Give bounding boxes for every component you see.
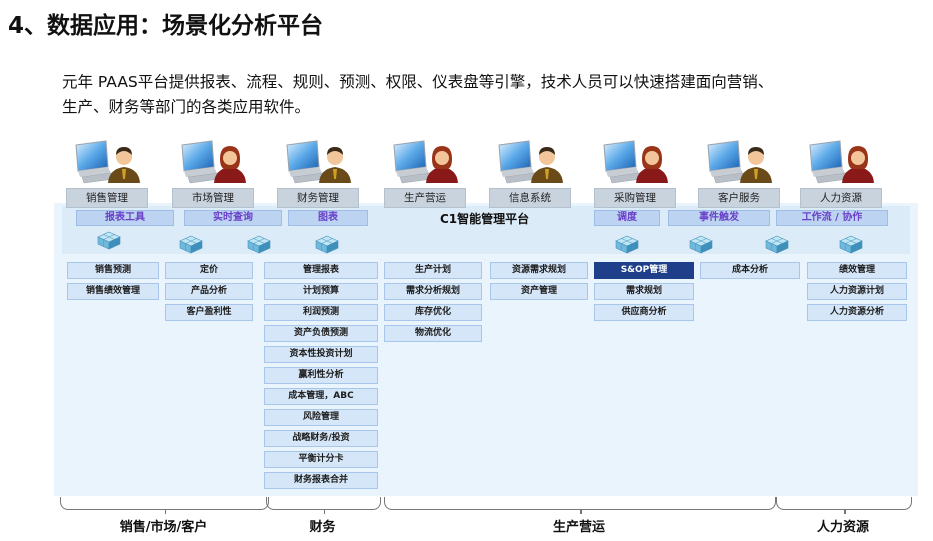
function-item: 销售预测 (67, 262, 159, 279)
intro-line-1: 元年 PAAS平台提供报表、流程、规则、预测、权限、仪表盘等引擎，技术人员可以快… (62, 73, 774, 91)
platform-tool-label: 实时查询 (184, 210, 282, 226)
function-item: 库存优化 (384, 304, 482, 321)
user-computer-icon (700, 139, 776, 185)
function-item: 定价 (165, 262, 253, 279)
function-item: 资产负债预测 (264, 325, 378, 342)
function-item: 资源需求规划 (490, 262, 588, 279)
function-item: 资产管理 (490, 283, 588, 300)
group-brace (60, 497, 269, 514)
platform-tool-label: 事件触发 (668, 210, 770, 226)
department-label: 人力资源 (800, 188, 882, 208)
function-item: 供应商分析 (594, 304, 694, 321)
department-label: 市场管理 (172, 188, 254, 208)
function-item: 销售绩效管理 (67, 283, 159, 300)
slide-title: 4、数据应用：场景化分析平台 (8, 13, 324, 39)
function-item: S&OP管理 (594, 262, 694, 279)
platform-tool-label: 图表 (288, 210, 368, 226)
platform-title: C1智能管理平台 (440, 212, 530, 226)
user-computer-icon (68, 139, 144, 185)
group-label: 销售/市场/客户 (119, 520, 208, 535)
department-label: 信息系统 (489, 188, 571, 208)
user-computer-icon (174, 139, 250, 185)
group-label: 生产营运 (552, 520, 605, 535)
module-grid-icon (614, 234, 640, 254)
department-label: 采购管理 (594, 188, 676, 208)
platform-tool-label: 工作流 / 协作 (776, 210, 888, 226)
function-item: 绩效管理 (807, 262, 907, 279)
function-item: 成本管理，ABC (264, 388, 378, 405)
function-item: 利润预测 (264, 304, 378, 321)
function-item: 平衡计分卡 (264, 451, 378, 468)
function-item: 人力资源分析 (807, 304, 907, 321)
group-brace (266, 497, 381, 514)
module-grid-icon (246, 234, 272, 254)
department-label: 财务管理 (277, 188, 359, 208)
function-item: 成本分析 (700, 262, 800, 279)
function-item: 需求分析规划 (384, 283, 482, 300)
function-item: 生产计划 (384, 262, 482, 279)
user-computer-icon (491, 139, 567, 185)
module-grid-icon (764, 234, 790, 254)
function-item: 人力资源计划 (807, 283, 907, 300)
module-grid-icon (178, 234, 204, 254)
module-grid-icon (96, 230, 122, 250)
intro-line-2: 生产、财务等部门的各类应用软件。 (62, 98, 311, 116)
function-item: 需求规划 (594, 283, 694, 300)
user-computer-icon (596, 139, 672, 185)
module-grid-icon (838, 234, 864, 254)
department-label: 销售管理 (66, 188, 148, 208)
group-brace (776, 497, 912, 514)
department-label: 客户服务 (698, 188, 780, 208)
function-item: 产品分析 (165, 283, 253, 300)
group-brace (384, 497, 776, 514)
platform-tool-label: 调度 (594, 210, 660, 226)
function-item: 管理报表 (264, 262, 378, 279)
function-item: 赢利性分析 (264, 367, 378, 384)
user-computer-icon (802, 139, 878, 185)
group-label: 财务 (309, 520, 336, 535)
function-item: 风险管理 (264, 409, 378, 426)
user-computer-icon (279, 139, 355, 185)
module-grid-icon (314, 234, 340, 254)
module-grid-icon (688, 234, 714, 254)
function-item: 客户盈利性 (165, 304, 253, 321)
platform-tool-label: 报表工具 (76, 210, 174, 226)
department-label: 生产营运 (384, 188, 466, 208)
function-item: 资本性投资计划 (264, 346, 378, 363)
function-item: 战略财务/投资 (264, 430, 378, 447)
function-item: 财务报表合并 (264, 472, 378, 489)
user-computer-icon (386, 139, 462, 185)
group-label: 人力资源 (816, 520, 869, 535)
function-item: 物流优化 (384, 325, 482, 342)
function-item: 计划预算 (264, 283, 378, 300)
